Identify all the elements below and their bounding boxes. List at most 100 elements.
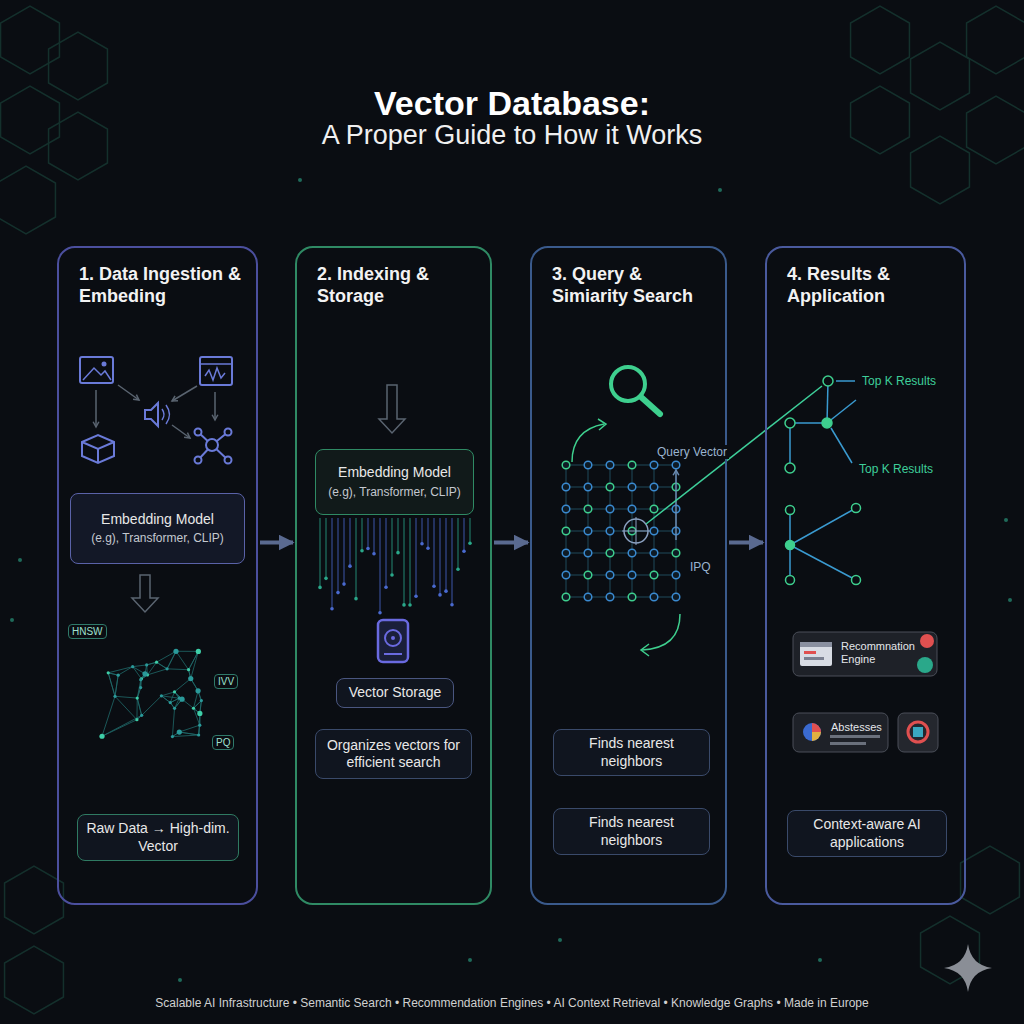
index-graph-illustration — [140, 677, 143, 680]
diagram-title: Vector Database: — [0, 84, 1024, 123]
embedding-vector-lines — [398, 518, 399, 553]
data-type-icons — [145, 403, 158, 426]
app-card: Recommnation Engine — [795, 634, 939, 678]
storage-drive-icon — [378, 620, 408, 662]
top-k-graph — [785, 376, 856, 473]
embedding-vector-lines — [444, 589, 448, 593]
embedding-vector-lines — [408, 603, 412, 607]
top-k-graph — [822, 418, 832, 428]
embedding-vector-lines — [434, 518, 435, 586]
data-type-icons — [80, 357, 113, 383]
top-k-graph — [836, 380, 855, 382]
background-hexagons — [0, 166, 55, 234]
index-graph-illustration — [108, 667, 132, 673]
icon-arrows — [133, 395, 139, 400]
index-graph-illustration — [99, 649, 203, 739]
embedding-vector-lines — [428, 518, 429, 548]
embedding-vector-lines — [426, 547, 430, 551]
vector-space-grid — [566, 575, 676, 576]
index-graph-illustration — [136, 697, 139, 700]
vector-space-grid — [584, 527, 592, 535]
embedding-vector-lines — [330, 607, 334, 611]
vector-space-grid — [562, 461, 570, 469]
vector-space-grid — [566, 597, 676, 598]
top-k-graph — [785, 418, 795, 428]
index-graph-illustration — [176, 651, 189, 669]
data-type-icons — [80, 357, 232, 464]
result-graph — [786, 506, 795, 515]
box-subtext: (e.g), Transformer, CLIP) — [91, 531, 224, 546]
index-graph-illustration — [187, 668, 190, 671]
embedding-vector-lines — [402, 603, 406, 607]
data-type-icons — [200, 357, 232, 385]
index-graph-illustration — [189, 651, 199, 669]
query-vector-marker — [622, 386, 822, 545]
background-dots — [298, 178, 302, 182]
background-hexagons — [911, 136, 970, 204]
query-vector-marker — [675, 470, 677, 540]
index-graph-illustration — [133, 667, 142, 679]
app-card-art — [800, 642, 832, 666]
box-text: Organizes vectors for efficient search — [324, 737, 463, 772]
index-graph-illustration — [161, 692, 174, 696]
embedding-vector-lines — [456, 567, 460, 571]
index-graph-illustration — [192, 707, 195, 710]
background-hexagons — [5, 946, 64, 1014]
index-graph-illustration — [136, 698, 137, 720]
vector-space-grid — [650, 527, 658, 535]
embedding-vector-lines — [438, 593, 442, 597]
diagram-label: IPQ — [688, 560, 713, 574]
data-type-icons — [82, 435, 114, 463]
data-type-icons — [162, 405, 170, 424]
query-vector-marker — [622, 517, 650, 545]
vector-space-grid — [562, 549, 570, 557]
index-graph-illustration — [198, 724, 201, 727]
background-hexagons — [0, 6, 1024, 1014]
background-dots — [718, 188, 722, 192]
top-k-graph — [831, 428, 852, 463]
embedding-vector-lines — [372, 552, 376, 556]
vector-space-grid — [606, 527, 614, 535]
subtitle: A Proper Guide to How it Works — [0, 120, 1024, 151]
index-graph-illustration — [108, 673, 115, 696]
vector-space-grid — [584, 483, 592, 491]
embedding-vector-lines — [354, 597, 358, 601]
top-k-graph — [785, 463, 795, 473]
stage-panel: 4. Results & ApplicationRecommnation Eng… — [765, 246, 966, 905]
app-card-art — [804, 657, 824, 660]
index-graph-illustration — [155, 661, 158, 664]
background-hexagons — [1, 6, 60, 74]
box-text: Context-aware AI applications — [796, 816, 938, 851]
embedding-vector-lines — [468, 541, 472, 545]
embedding-vector-lines — [414, 594, 418, 598]
process-box: Vector Storage — [336, 678, 454, 708]
index-graph-illustration — [131, 665, 134, 668]
box-text: Abstesses — [831, 721, 882, 734]
vector-space-grid — [606, 461, 614, 469]
app-card-art — [803, 723, 821, 741]
data-type-icons — [195, 457, 202, 464]
diagram-label: Top K Results — [860, 374, 938, 388]
vector-space-grid — [628, 593, 636, 601]
embedding-vector-lines — [324, 577, 328, 581]
result-graph — [786, 576, 795, 585]
vector-space-grid — [672, 571, 680, 579]
index-graph-illustration — [99, 734, 104, 739]
vector-space-grid — [562, 527, 570, 535]
index-graph-illustration — [179, 732, 198, 735]
result-graph — [852, 504, 861, 513]
data-type-icons — [83, 368, 111, 380]
panel-heading: 4. Results & Application — [767, 248, 964, 307]
index-graph-illustration — [145, 663, 148, 666]
query-vector-marker — [646, 386, 822, 524]
index-graph-illustration — [139, 678, 142, 681]
index-graph-illustration — [179, 732, 198, 735]
down-arrows — [379, 385, 405, 433]
vector-space-grid — [606, 571, 614, 579]
vector-space-grid — [628, 549, 636, 557]
flow-arrow — [729, 541, 763, 545]
vector-space-grid — [562, 461, 680, 601]
sparkle-mark — [944, 944, 992, 992]
index-graph-illustration — [172, 735, 198, 737]
